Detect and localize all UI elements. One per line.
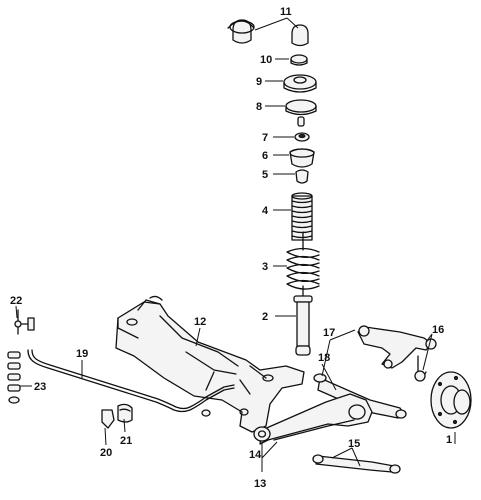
stabilizer-bar-part <box>27 349 235 417</box>
coil-spring-part <box>286 231 320 290</box>
shock-absorber-part <box>293 285 313 356</box>
callout-21: 21 <box>120 435 132 447</box>
strut-nut-part <box>290 54 308 66</box>
callout-4: 4 <box>262 205 269 217</box>
strut-bump-cap-part <box>227 19 309 47</box>
callout-23: 23 <box>34 381 46 393</box>
jounce-bumper-part <box>289 148 315 168</box>
strut-washer-part <box>294 132 310 142</box>
callout-11: 11 <box>280 6 292 18</box>
strut-bushing-part <box>297 116 305 127</box>
callout-9: 9 <box>256 76 262 88</box>
callout-labels: 1 2 3 4 5 6 7 8 9 10 11 12 13 14 15 16 1… <box>10 6 452 490</box>
stabilizer-link-part <box>14 309 35 335</box>
callout-5: 5 <box>262 169 268 181</box>
link-bushing-stack-part <box>7 351 21 404</box>
upper-control-arm-part <box>357 325 437 382</box>
callout-18: 18 <box>318 352 330 364</box>
callout-1: 1 <box>446 434 452 446</box>
callout-12: 12 <box>194 316 206 328</box>
lateral-link-part <box>312 454 401 474</box>
callout-10: 10 <box>260 54 272 66</box>
stabilizer-bracket-part <box>117 403 133 423</box>
lower-control-arm-part <box>253 393 373 445</box>
callout-15: 15 <box>348 438 360 450</box>
callout-6: 6 <box>262 150 268 162</box>
callout-20: 20 <box>100 447 112 459</box>
callout-2: 2 <box>262 311 268 323</box>
callout-8: 8 <box>256 101 262 113</box>
leader-lines <box>15 17 456 472</box>
callout-17: 17 <box>323 327 335 339</box>
callout-16: 16 <box>432 324 444 336</box>
callout-14: 14 <box>249 449 262 461</box>
callout-13: 13 <box>254 478 266 490</box>
rear-subframe-part <box>115 295 305 433</box>
callout-19: 19 <box>76 348 88 360</box>
dust-boot-part <box>291 192 313 241</box>
callout-3: 3 <box>262 261 268 273</box>
wheel-hub-part <box>430 371 472 429</box>
callout-22: 22 <box>10 295 22 307</box>
strut-upper-mount-part <box>283 74 317 93</box>
stabilizer-bushing-part <box>101 409 115 429</box>
spring-seat-part <box>285 99 317 116</box>
strut-stop-part <box>295 169 309 184</box>
callout-7: 7 <box>262 132 268 144</box>
